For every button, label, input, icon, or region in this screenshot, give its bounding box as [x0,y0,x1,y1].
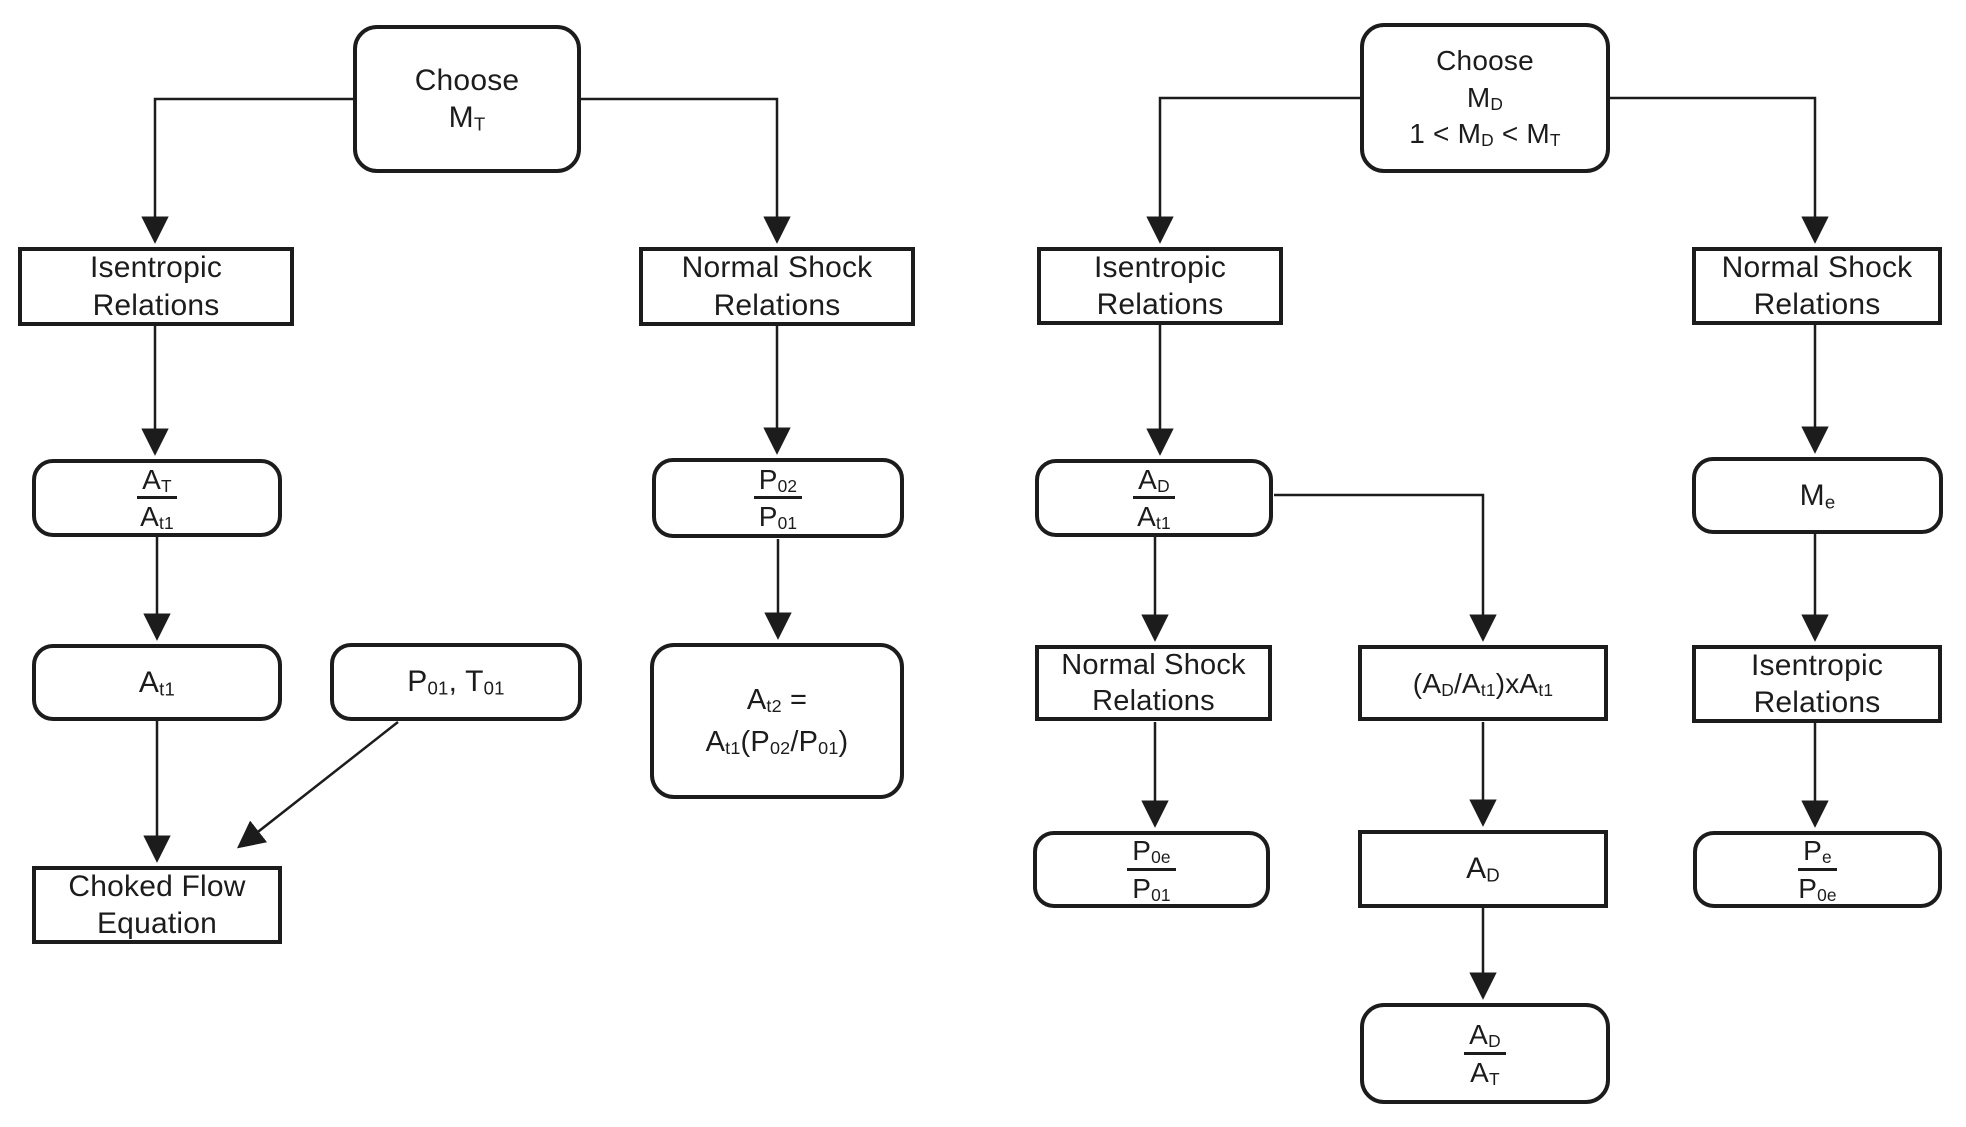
node-label: Me [1799,478,1836,513]
fraction: AT At1 [137,464,177,533]
p02-over-p01-node: P02 P01 [652,458,904,538]
node-label: Choose [1436,45,1534,77]
isentropic-relations-left-node: Isentropic Relations [18,247,294,326]
at1-node: At1 [32,644,282,721]
node-label: Relations [1092,685,1215,717]
node-label: Isentropic [89,251,223,284]
arrow-choose-mt-to-normal-shock-left [580,97,791,244]
node-label: MT [448,101,486,135]
ad-node: AD [1358,830,1608,908]
arrow-choose-mt-to-isentropic-left [141,97,353,244]
fraction-numerator: AT [137,464,177,499]
pe-over-p0e-node: Pe P0e [1693,831,1942,908]
ad-over-at-node: AD AT [1360,1003,1610,1104]
isentropic-relations-mid-node: Isentropic Relations [1037,247,1283,325]
fraction-denominator: P01 [1132,872,1171,905]
normal-shock-relations-left-node: Normal Shock Relations [639,247,915,326]
node-label: Isentropic [1750,648,1884,682]
node-label: Relations [1753,288,1881,321]
fraction-numerator: AD [1464,1019,1506,1055]
fraction-numerator: P0e [1127,835,1176,871]
node-label: Normal Shock [681,251,873,284]
fraction-denominator: P01 [758,501,798,534]
node-label: MD [1466,81,1504,114]
isentropic-relations-far-node: Isentropic Relations [1692,645,1942,723]
fraction-denominator: At1 [1137,501,1171,534]
node-label: At2 = [746,683,808,716]
fraction-numerator: P02 [753,464,803,499]
fraction: P0e P01 [1127,835,1176,904]
p0e-over-p01-node: P0e P01 [1033,831,1270,908]
arrow-choose-md-to-normal-shock-far [1610,96,1829,244]
node-label: Equation [96,907,218,940]
arrow-choose-md-to-isentropic-mid [1146,96,1360,244]
normal-shock-relations-far-node: Normal Shock Relations [1692,247,1942,325]
p01-t01-node: P01, T01 [330,643,582,721]
arrow-ad-over-at1-to-ad-times-at1 [1274,493,1497,642]
fraction: AD AT [1464,1019,1506,1088]
choked-flow-equation-node: Choked Flow Equation [32,866,282,944]
node-label: At1 [138,665,176,700]
ad-over-at1-node: AD At1 [1035,459,1273,537]
node-label: Choked Flow [68,869,246,903]
node-label: Relations [713,288,841,322]
node-label: Normal Shock [1061,648,1246,681]
node-label: Normal Shock [1721,250,1913,284]
choose-md-node: Choose MD 1 < MD < MT [1360,23,1610,173]
node-label: Choose [414,63,520,97]
fraction: P02 P01 [753,464,803,534]
fraction-denominator: At1 [140,501,174,534]
at-over-at1-node: AT At1 [32,459,282,537]
arrow-p01-t01-to-choked-flow [236,721,399,849]
fraction-numerator: AD [1133,464,1175,499]
node-label: 1 < MD < MT [1409,118,1561,151]
fraction-denominator: P0e [1798,872,1837,905]
fraction: AD At1 [1133,464,1175,533]
node-label: Relations [92,288,220,322]
node-label: Relations [1096,288,1224,321]
node-label: (AD/At1)xAt1 [1412,667,1554,700]
choose-mt-node: Choose MT [353,25,581,173]
fraction: Pe P0e [1798,835,1837,904]
fraction-numerator: Pe [1798,835,1837,871]
ad-times-at1-node: (AD/At1)xAt1 [1358,645,1608,721]
fraction-denominator: AT [1470,1056,1500,1089]
node-label: AD [1466,852,1500,886]
node-label: Relations [1753,686,1881,719]
me-node: Me [1692,457,1943,534]
node-label: Isentropic [1093,250,1227,284]
node-label: P01, T01 [407,665,505,699]
at2-formula-node: At2 = At1(P02/P01) [650,643,904,799]
normal-shock-relations-mid-node: Normal Shock Relations [1035,645,1272,721]
node-label: At1(P02/P01) [705,726,849,759]
